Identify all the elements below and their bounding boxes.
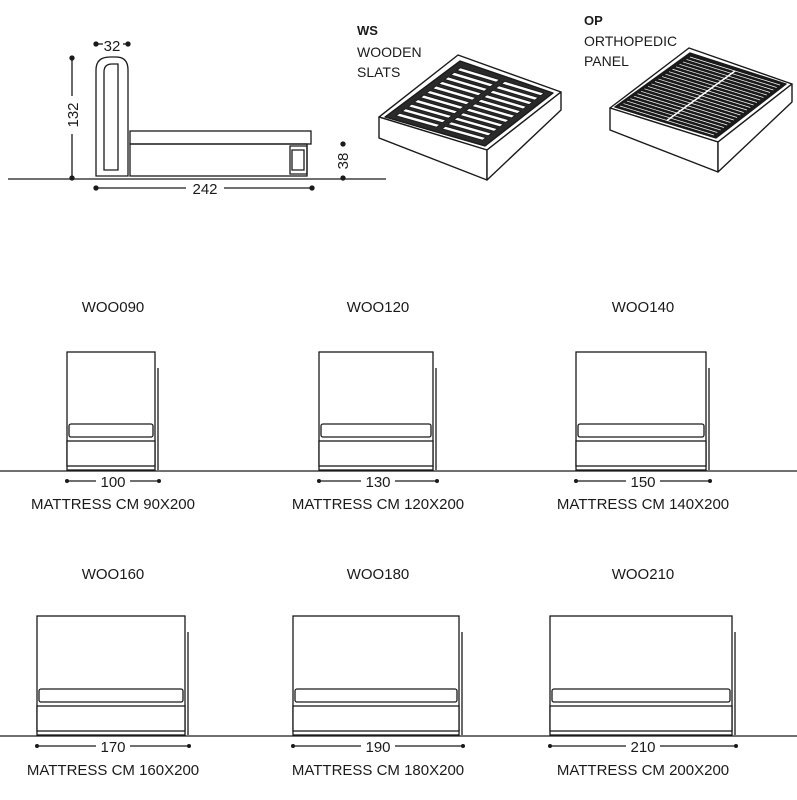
dim-dot [708,479,712,483]
dim-dot [157,479,161,483]
dim-dot [734,744,738,748]
model-name: WOO140 [612,299,675,316]
dim-total-length: 242 [192,181,217,198]
headboard [36,615,186,736]
op-line1: ORTHOPEDIC [584,33,677,49]
slat [413,99,459,115]
headboard [549,615,733,736]
op-line2: PANEL [584,53,629,69]
slat [441,125,487,141]
mattress [38,688,184,703]
model-width: 150 [630,474,655,491]
ws-code: WS [357,23,378,38]
dim-frame-height: 38 [335,153,352,170]
headboard [318,351,434,471]
bed-frame [66,440,156,467]
slat [489,89,533,106]
slat [395,112,441,128]
wooden-slats-base [378,54,562,181]
mattress-size: MATTRESS CM 140X200 [557,496,729,513]
slat [447,121,493,137]
mattress [320,423,432,438]
dim-headboard-depth: 32 [104,38,121,55]
slat [456,67,500,83]
slat [465,107,510,123]
ws-line2: SLATS [357,64,400,80]
slat [444,76,489,92]
ws-line1: WOODEN [357,44,422,60]
mattress-size: MATTRESS CM 200X200 [557,762,729,779]
slat [495,85,539,101]
slat [407,103,453,119]
model-width: 190 [365,739,390,756]
bed-frame [292,705,460,732]
mattress-size: MATTRESS CM 180X200 [292,762,464,779]
model-name: WOO210 [612,566,675,583]
mattress [68,423,154,438]
model-name: WOO160 [82,566,145,583]
headboard [575,351,707,471]
slat [438,80,483,97]
dim-dot [291,744,295,748]
dim-dot [574,479,578,483]
model-name: WOO090 [82,299,145,316]
bed-frame [575,440,707,467]
side-view [8,41,386,191]
panel-slats [619,56,781,136]
mattress-size: MATTRESS CM 160X200 [27,762,199,779]
slat [459,112,504,128]
side-frame [129,143,308,177]
mattress [294,688,458,703]
mattress [551,688,731,703]
side-headboard [95,56,129,177]
orthopedic-panel-base [609,47,793,173]
dim-dot [317,479,321,483]
dim-dot [461,744,465,748]
headboard [292,615,460,736]
slat [450,71,495,88]
bed-frame [36,705,186,732]
dim-dot [65,479,69,483]
slat [419,94,465,110]
panel-divider [666,70,736,122]
dim-dot [35,744,39,748]
model-name: WOO120 [347,299,410,316]
slat [483,94,528,110]
slats [395,67,545,141]
slat [401,108,447,124]
mattress-size: MATTRESS CM 90X200 [31,496,195,513]
model-name: WOO180 [347,566,410,583]
slat [501,80,545,97]
model-width: 210 [630,739,655,756]
model-width: 130 [365,474,390,491]
model-width: 170 [100,739,125,756]
slat [471,103,516,119]
slat [477,98,522,114]
dim-dot [187,744,191,748]
bed-frame [318,440,434,467]
bed-frame [549,705,733,732]
op-code: OP [584,13,603,28]
mattress [577,423,705,438]
dim-dot [548,744,552,748]
side-mattress [129,130,312,145]
slat [426,90,471,106]
dim-dot [435,479,439,483]
headboard [66,351,156,471]
model-width: 100 [100,474,125,491]
dim-total-height: 132 [65,102,82,127]
slat [432,85,477,101]
mattress-size: MATTRESS CM 120X200 [292,496,464,513]
slat [453,116,498,132]
